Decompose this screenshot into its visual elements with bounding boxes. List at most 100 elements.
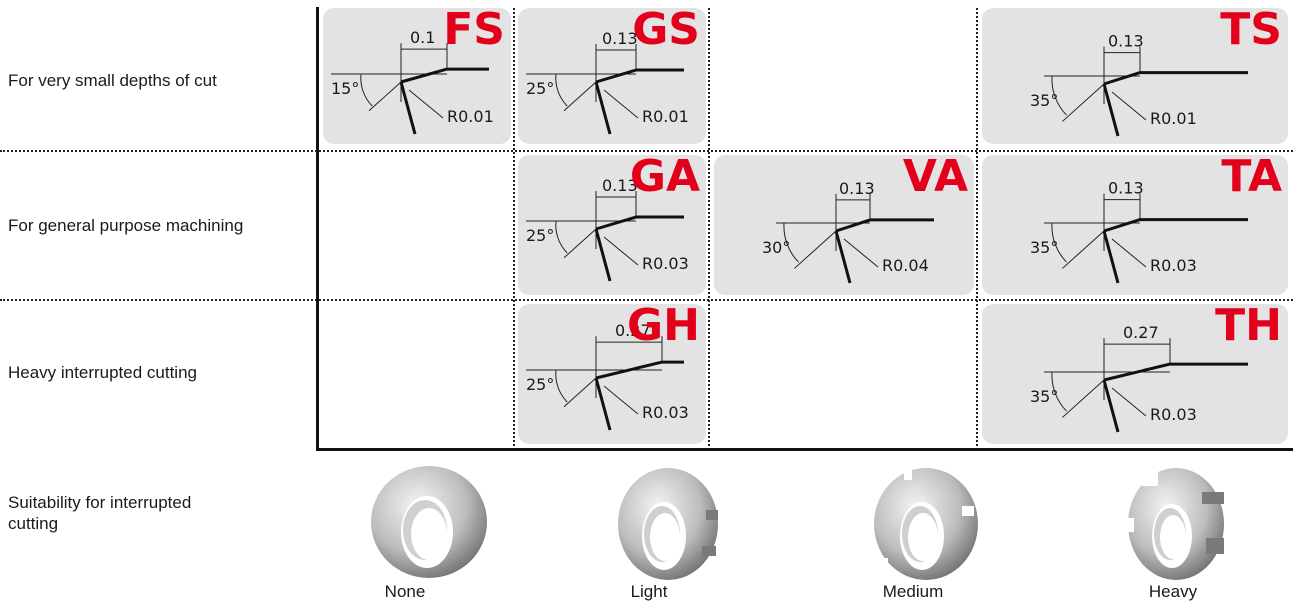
edge-radius-label: R0.03 <box>642 403 689 422</box>
chamfer-cell-ta: 0.13 35° R0.03 TA <box>982 151 1288 295</box>
flank-face <box>594 228 612 282</box>
angle-arc <box>360 73 373 107</box>
col-divider-1 <box>513 8 515 450</box>
chamfer-angle-label: 35° <box>1030 238 1058 257</box>
angle-leg <box>563 228 597 259</box>
edge-radius-label: R0.03 <box>1150 256 1197 275</box>
chamfer-drawing: 0.13 30° R0.04 <box>762 179 934 284</box>
angle-arc <box>1051 371 1067 412</box>
suitability-none-label: None <box>384 582 426 601</box>
angle-arc <box>783 222 799 263</box>
chamfer-code: TH <box>1215 300 1282 351</box>
flank-face <box>399 81 417 135</box>
chamfer-code: TA <box>1221 151 1282 202</box>
insert-ring-medium-icon <box>874 468 978 580</box>
angle-arc <box>1051 222 1067 263</box>
flank-face <box>1102 379 1120 433</box>
chamfer-angle-label: 25° <box>526 79 554 98</box>
flank-face <box>594 377 612 431</box>
chamfer-cell-fs: 0.1 15° R0.01 FS <box>323 4 511 144</box>
edge-radius-label: R0.03 <box>642 254 689 273</box>
edge-radius-label: R0.04 <box>882 256 929 275</box>
col-divider-2 <box>708 8 710 450</box>
chamfer-width-label: 0.1 <box>410 28 435 47</box>
row-divider-1 <box>0 150 1293 152</box>
row-label-suitability: Suitability for interrupted cutting <box>8 493 192 533</box>
matrix-axis-vertical <box>316 7 319 451</box>
suitability-medium-label: Medium <box>882 582 944 601</box>
radius-leader <box>1111 387 1147 417</box>
insert-ring-heavy-icon <box>1124 468 1224 580</box>
chamfer-angle-label: 25° <box>526 375 554 394</box>
chamfer-land <box>835 218 871 233</box>
chamfer-width-label: 0.13 <box>1108 179 1144 198</box>
edge-radius-label: R0.01 <box>447 107 494 126</box>
flank-face <box>1102 83 1120 137</box>
angle-leg <box>1062 379 1105 418</box>
chamfer-land <box>1103 71 1141 86</box>
chamfer-width-label: 0.27 <box>615 321 651 340</box>
angle-leg <box>1062 83 1105 122</box>
chamfer-width-label: 0.13 <box>1108 32 1144 51</box>
flank-face <box>834 230 852 284</box>
chamfer-code: GA <box>629 151 700 202</box>
chamfer-drawing: 0.13 25° R0.03 <box>526 176 689 282</box>
chamfer-land <box>595 360 663 380</box>
chamfer-land <box>595 68 637 84</box>
chamfer-angle-label: 15° <box>331 79 359 98</box>
chamfer-width-label: 0.13 <box>839 179 875 198</box>
radius-leader <box>843 238 879 268</box>
chamfer-drawing: 0.27 25° R0.03 <box>526 321 689 431</box>
angle-arc <box>555 220 568 254</box>
suitability-light-label: Light <box>630 582 668 601</box>
chamfer-land <box>400 67 448 84</box>
row-label-small-depth: For very small depths of cut <box>8 71 217 90</box>
edge-radius-label: R0.03 <box>1150 405 1197 424</box>
chamfer-cell-ga: 0.13 25° R0.03 GA <box>518 151 706 295</box>
radius-leader <box>603 89 639 119</box>
chamfer-land <box>595 215 637 231</box>
angle-arc <box>555 73 568 107</box>
angle-leg <box>563 81 597 112</box>
insert-ring-light-icon <box>618 468 718 580</box>
chamfer-code: GS <box>632 4 700 55</box>
angle-arc <box>555 369 568 403</box>
chamfer-width-label: 0.13 <box>602 176 638 195</box>
radius-leader <box>1111 238 1147 268</box>
chamfer-angle-label: 30° <box>762 238 790 257</box>
chamfer-code: GH <box>627 300 700 351</box>
angle-leg <box>1062 230 1105 269</box>
radius-leader <box>603 236 639 266</box>
chamfer-land <box>1103 362 1171 382</box>
chamfer-code: VA <box>902 151 968 202</box>
suitability-heavy-label: Heavy <box>1148 582 1198 601</box>
edge-radius-label: R0.01 <box>1150 109 1197 128</box>
chamfer-drawing: 0.13 35° R0.03 <box>1030 179 1248 284</box>
row-label-general: For general purpose machining <box>8 216 244 235</box>
edge-radius-label: R0.01 <box>642 107 689 126</box>
flank-face <box>1102 230 1120 284</box>
angle-leg <box>563 377 597 408</box>
chamfer-land <box>1103 218 1141 233</box>
angle-leg <box>794 230 837 269</box>
radius-leader <box>603 385 639 415</box>
angle-leg <box>368 81 402 112</box>
radius-leader <box>1111 91 1147 121</box>
row-label-heavy: Heavy interrupted cutting <box>8 363 197 382</box>
row-divider-2 <box>0 299 1293 301</box>
chamfer-drawing: 0.1 15° R0.01 <box>331 28 494 135</box>
chamfer-code: FS <box>443 4 505 55</box>
chamfer-width-label: 0.27 <box>1123 323 1159 342</box>
chamfer-cell-gh: 0.27 25° R0.03 GH <box>518 300 706 444</box>
chamfer-angle-label: 25° <box>526 226 554 245</box>
chamfer-cell-va: 0.13 30° R0.04 VA <box>714 151 974 295</box>
matrix-axis-horizontal <box>316 448 1293 451</box>
radius-leader <box>408 89 444 119</box>
chamfer-code: TS <box>1220 4 1282 55</box>
